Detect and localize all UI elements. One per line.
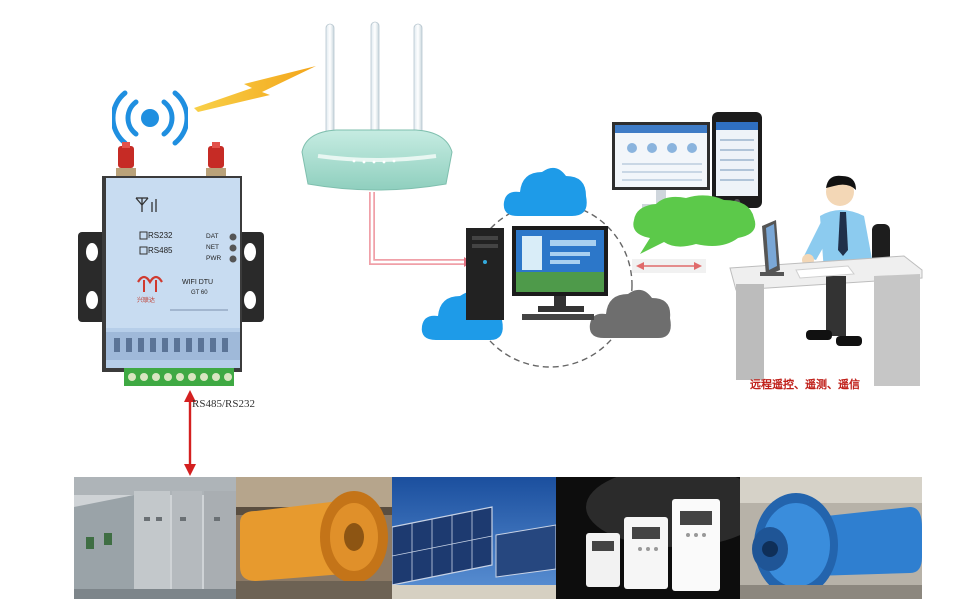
remote-control-label: 远程遥控、遥测、遥信 xyxy=(750,379,860,391)
led-label-dat: DAT xyxy=(206,233,219,240)
bidirectional-arrow xyxy=(632,259,706,273)
model-number-label: GT 60 xyxy=(191,290,208,296)
brand-label: 兴联达 xyxy=(137,298,156,304)
cloud-icon xyxy=(503,167,587,216)
operator-at-desk xyxy=(729,175,923,386)
monitoring-monitor xyxy=(612,122,710,210)
smartphone xyxy=(712,112,762,208)
speech-bubble xyxy=(633,195,756,254)
rs485-link-arrow xyxy=(184,390,196,476)
desktop-computer xyxy=(466,226,608,320)
link-label: RS485/RS232 xyxy=(192,398,255,410)
network-cable xyxy=(369,192,472,267)
model-label: WIFI DTU xyxy=(182,279,214,286)
lightning-bolt-icon xyxy=(194,66,316,112)
photo-solar-panels xyxy=(392,477,556,599)
wifi-router xyxy=(301,21,453,191)
photo-ball-mill-orange xyxy=(236,477,392,599)
photo-inverters xyxy=(556,477,740,599)
wifi-signal-icon xyxy=(112,90,188,146)
port-label-rs232: RS232 xyxy=(148,231,173,240)
cloud-icon xyxy=(589,289,671,338)
led-label-net: NET xyxy=(206,244,219,251)
wifi-dtu-device: RS232 RS485 DAT NET PWR 兴联达 WIFI DTU GT … xyxy=(78,140,264,390)
photo-electrical-cabinets xyxy=(74,477,236,599)
port-label-rs485: RS485 xyxy=(148,246,173,255)
photo-ball-mill-blue xyxy=(740,477,922,599)
led-label-pwr: PWR xyxy=(206,255,222,262)
